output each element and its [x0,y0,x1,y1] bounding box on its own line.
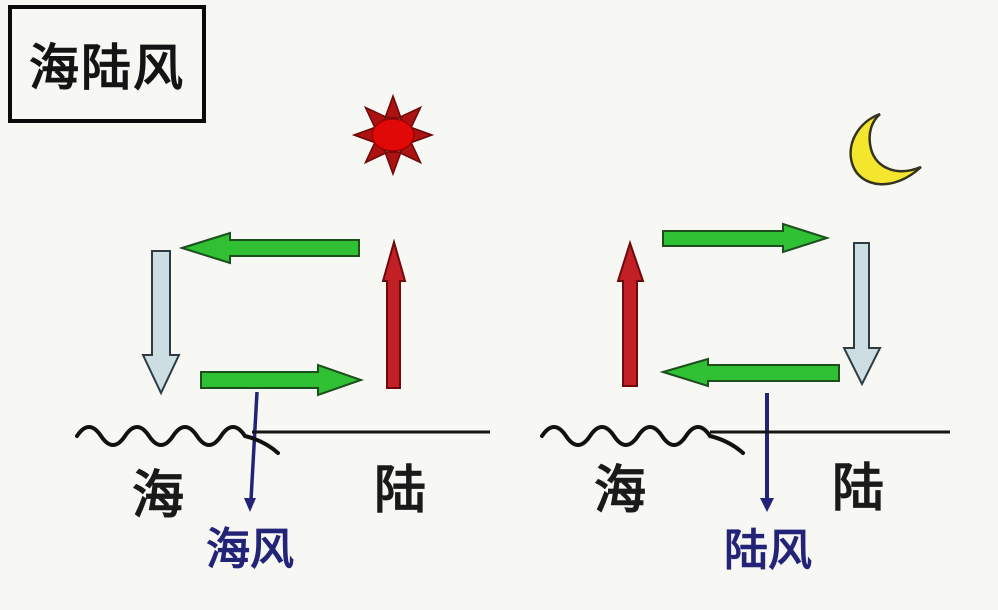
land-breeze-label: 陆风 [724,526,812,575]
night-sea-surface-line [540,425,745,455]
diagram-title: 海陆风 [8,5,206,123]
day-circulation [75,93,490,512]
day-sea-surface-line [75,425,280,455]
sea-breeze-label: 海风 [206,525,294,574]
night-upper-wind-arrow-right-icon [662,222,831,254]
night-sea-label: 海 [593,463,647,520]
night-circulation [540,112,950,512]
day-upper-wind-arrow-left-icon [178,231,360,265]
night-land-label: 陆 [831,461,885,518]
day-rising-air-arrow-icon [381,238,407,389]
day-surface-wind-arrow-right-icon [200,363,365,397]
night-sinking-air-arrow-icon [842,242,882,387]
day-sea-label: 海 [131,468,185,525]
day-land-label: 陆 [373,463,427,520]
sea-breeze-pointer [244,391,259,512]
night-rising-air-arrow-icon [616,239,645,387]
night-surface-wind-arrow-left-icon [659,357,840,388]
moon-icon [849,112,922,186]
land-breeze-pointer [760,393,774,512]
day-sinking-air-arrow-icon [141,250,181,396]
sun-icon [351,93,435,177]
